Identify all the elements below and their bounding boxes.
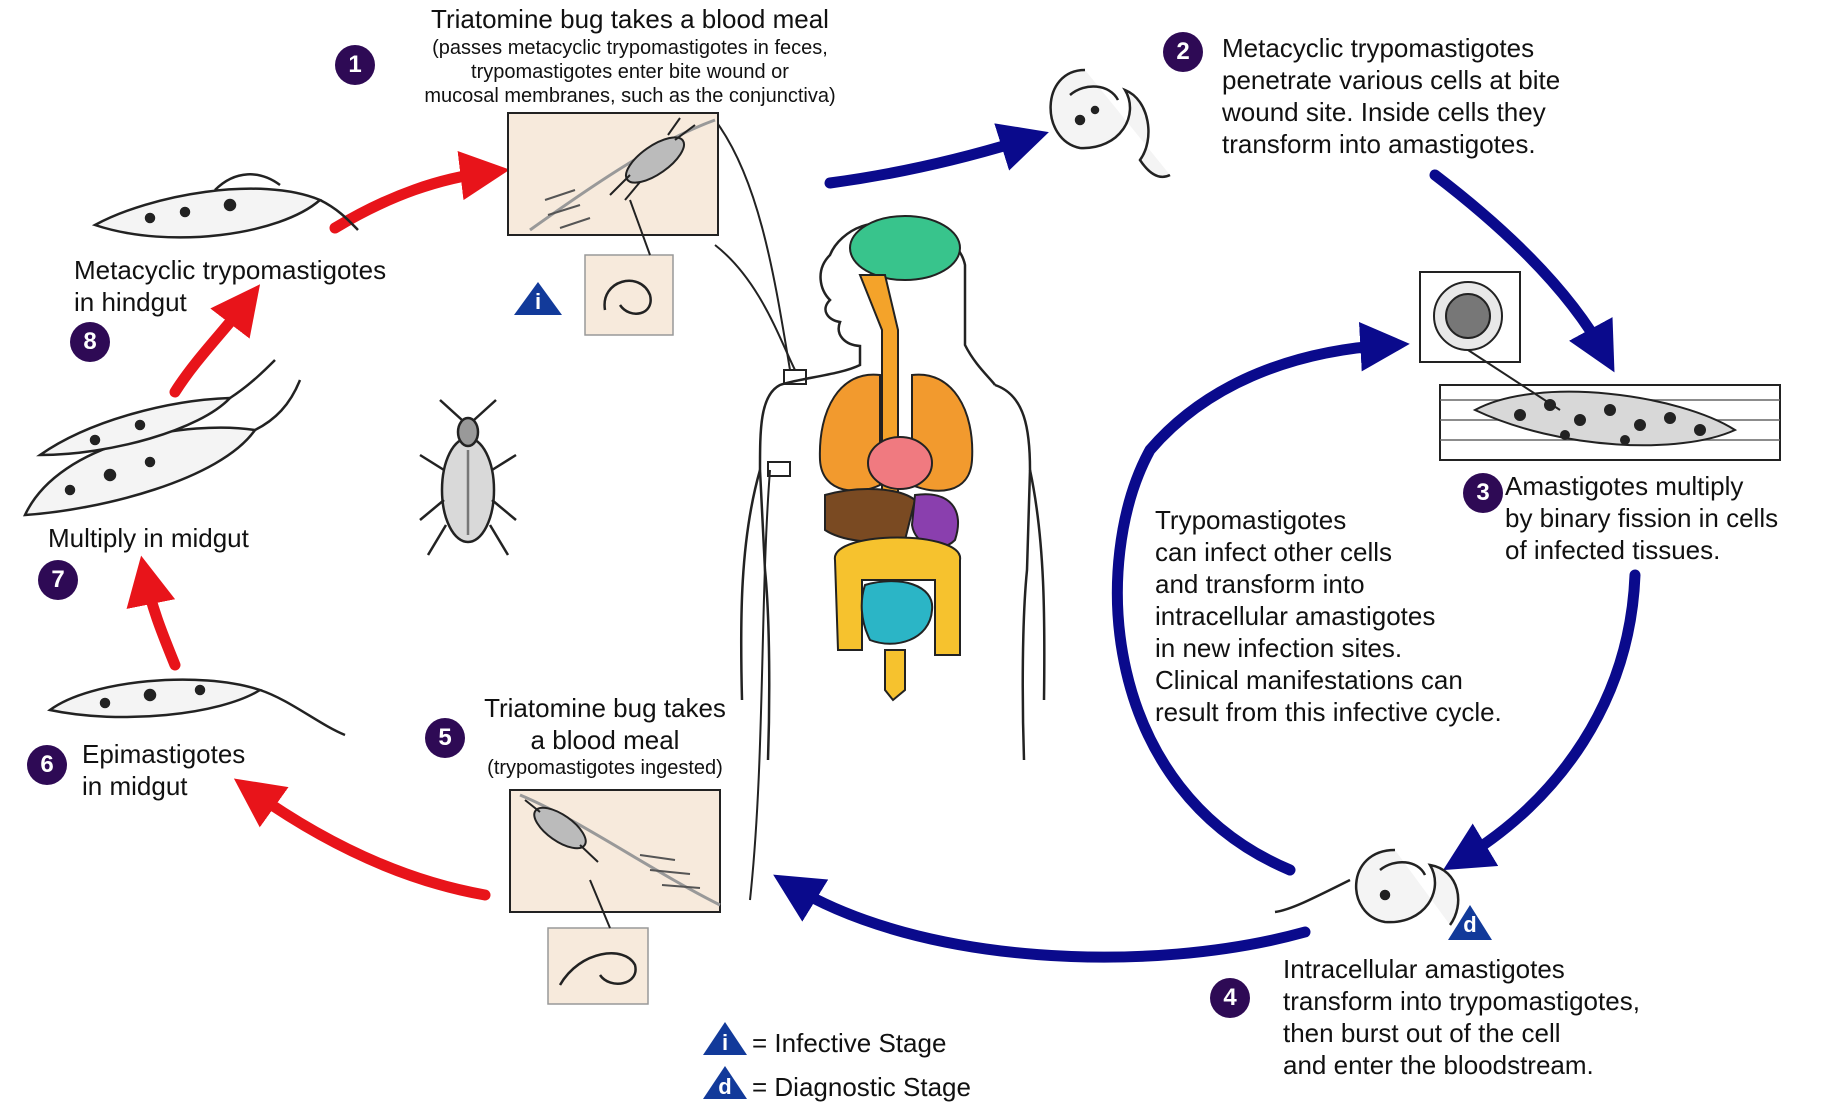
metacyclic-trypomastigote-step8 bbox=[95, 174, 358, 237]
step5-inset bbox=[510, 790, 720, 1004]
pointer-lines bbox=[715, 120, 806, 900]
step-1-badge: 1 bbox=[335, 45, 375, 85]
arrow-8-to-1 bbox=[335, 172, 490, 228]
step-6-badge: 6 bbox=[27, 745, 67, 785]
human-right-arm bbox=[1030, 470, 1044, 700]
legend-infective-label: = Infective Stage bbox=[752, 1027, 946, 1059]
legend-diagnostic-label: = Diagnostic Stage bbox=[752, 1071, 971, 1103]
step-1-detail: (passes metacyclic trypomastigotes in fe… bbox=[370, 36, 890, 108]
infected-tissue-step3 bbox=[1420, 272, 1780, 460]
step-8-badge: 8 bbox=[70, 322, 110, 362]
epimastigote-step6 bbox=[50, 680, 345, 735]
trypomastigote-step4 bbox=[1275, 850, 1458, 925]
small-intestine bbox=[862, 581, 932, 644]
legend-diagnostic-letter: d bbox=[705, 1074, 745, 1100]
triatomine-bug-icon bbox=[420, 400, 516, 555]
step-2-badge: 2 bbox=[1163, 32, 1203, 72]
step-4-text: Intracellular amastigotes transform into… bbox=[1283, 953, 1723, 1081]
brain bbox=[850, 216, 960, 280]
infective-marker-letter: i bbox=[518, 289, 558, 315]
step-8-text: Metacyclic trypomastigotes in hindgut bbox=[74, 254, 454, 318]
metacyclic-trypomastigote-step2 bbox=[1051, 70, 1170, 177]
reinfection-cycle-note: Trypomastigotes can infect other cells a… bbox=[1155, 504, 1575, 728]
step-4-badge: 4 bbox=[1210, 978, 1250, 1018]
step-2-text: Metacyclic trypomastigotes penetrate var… bbox=[1222, 32, 1642, 160]
bite-site-marker-lower bbox=[768, 462, 790, 476]
liver bbox=[825, 489, 915, 542]
step-7-badge: 7 bbox=[38, 560, 78, 600]
rectum bbox=[885, 650, 905, 700]
step-5-title: Triatomine bug takes a blood meal bbox=[440, 692, 770, 756]
step-6-text: Epimastigotes in midgut bbox=[82, 738, 342, 802]
arrow-6-to-7 bbox=[145, 575, 175, 665]
arrow-5-to-6 bbox=[250, 790, 485, 895]
step-1-title: Triatomine bug takes a blood meal bbox=[380, 3, 880, 35]
human-left-arm bbox=[741, 470, 760, 700]
epimastigotes-multiplying-step7 bbox=[25, 360, 300, 515]
diagnostic-marker-letter: d bbox=[1450, 912, 1490, 938]
arrow-1-to-2 bbox=[830, 138, 1030, 183]
legend-infective-letter: i bbox=[705, 1030, 745, 1056]
step-7-text: Multiply in midgut bbox=[48, 522, 348, 554]
human-organs bbox=[820, 216, 972, 700]
arrow-4-to-bloodstream bbox=[790, 885, 1305, 957]
heart bbox=[868, 437, 932, 489]
step-5-detail: (trypomastigotes ingested) bbox=[440, 756, 770, 780]
